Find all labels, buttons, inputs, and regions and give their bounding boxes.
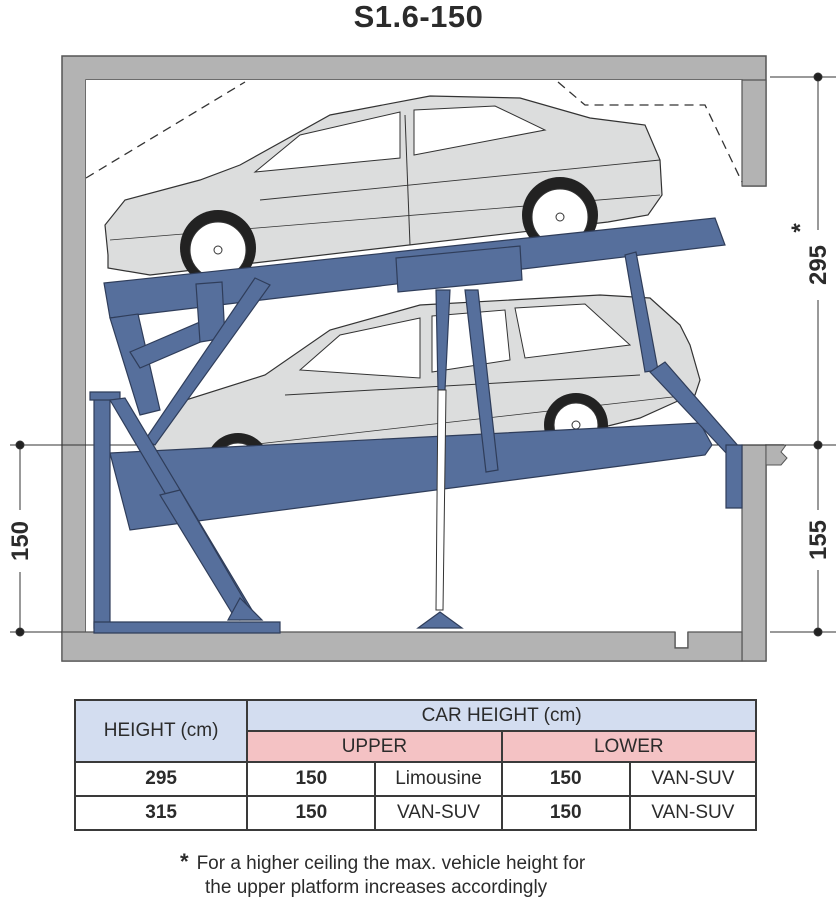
upper-header: UPPER [246,730,503,763]
base-rail [93,621,281,634]
lower-height-value: 150 [500,761,631,797]
dimension-left-label: 150 [7,521,34,561]
table-row: 295 150 Limousine 150 VAN-SUV [73,761,758,797]
upper-type-value: VAN-SUV [374,795,503,831]
footnote: * For a higher ceiling the max. vehicle h… [180,850,585,900]
dimension-right [770,72,836,637]
ground-slab-edge [765,444,788,466]
lower-header: LOWER [500,730,758,763]
right-pit-wall [741,444,767,662]
right-post [725,444,743,509]
upper-height-value: 150 [246,761,377,797]
right-ceiling-wall [741,79,767,187]
footnote-line-2: the upper platform increases accordingly [205,877,548,898]
clearance-line-right [557,81,743,183]
upper-car [104,95,663,286]
footnote-line-1: For a higher ceiling the max. vehicle he… [196,853,586,874]
table-row: 315 150 VAN-SUV 150 VAN-SUV [73,795,758,831]
upper-height-value: 150 [246,795,377,831]
lower-type-value: VAN-SUV [628,761,758,797]
clearance-line-left [85,81,246,179]
left-post [93,395,111,629]
lower-height-value: 150 [500,795,631,831]
lower-type-value: VAN-SUV [628,795,758,831]
dimension-lower-label: 155 [805,520,832,560]
dimension-asterisk: * [787,223,814,233]
pit-floor [61,631,743,662]
diagram-title: S1.6-150 [353,0,484,34]
parking-lift-drawing: 295 * 155 150 [7,55,836,662]
footnote-marker: * [180,849,189,874]
hydraulic-cylinder [435,389,447,611]
height-value: 315 [73,795,249,831]
height-header: HEIGHT (cm) [73,699,249,763]
car-height-table: HEIGHT (cm) CAR HEIGHT (cm) UPPER LOWER … [73,699,758,831]
car-height-header: CAR HEIGHT (cm) [246,699,757,732]
dimension-upper-label: 295 [805,245,832,285]
dimension-left [10,440,86,637]
upper-type-value: Limousine [374,761,503,797]
lift-structure [89,217,743,634]
height-value: 295 [73,761,249,797]
